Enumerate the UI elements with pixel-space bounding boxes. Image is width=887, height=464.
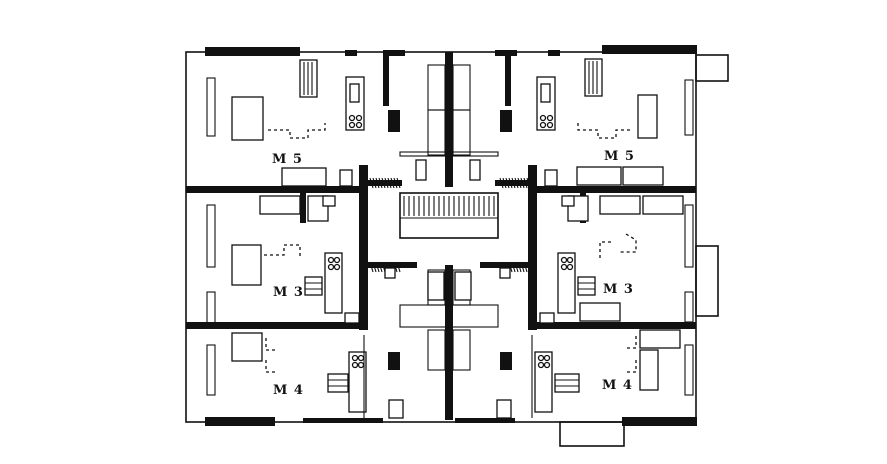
unit-m4-right-fixtures [496, 329, 681, 419]
hatch-line [387, 177, 392, 189]
hatch-line [375, 261, 380, 273]
hatch-line [499, 177, 504, 189]
hatch-line [514, 177, 519, 189]
hatch-line [378, 261, 383, 273]
unit-label-m3-right: M 3 [603, 282, 634, 297]
unit-m4-left-fixtures [231, 332, 404, 419]
hatch-line [396, 177, 401, 189]
hatch-line [526, 177, 531, 189]
unit-label-m4-right: M 4 [602, 378, 633, 393]
unit-label-m5-right: M 5 [604, 149, 635, 164]
hatch-line [369, 261, 374, 273]
hatch-line [390, 177, 395, 189]
hatch-line [375, 177, 380, 189]
hatch-line [393, 261, 398, 273]
hatch-line [381, 177, 386, 189]
hatch-line [514, 261, 519, 273]
central-hall-fixtures [388, 64, 512, 371]
unit-m5-left-fixtures [231, 59, 365, 187]
hatch-line [505, 177, 510, 189]
unit-m3-right-fixtures [539, 195, 684, 324]
unit-m3-left-fixtures [231, 195, 360, 324]
hatch-line [378, 177, 383, 189]
hatch-line [517, 261, 522, 273]
hatch-line [511, 261, 516, 273]
unit-label-m3-left: M 3 [273, 285, 304, 300]
hatch-line [523, 177, 528, 189]
hatch-line [508, 177, 513, 189]
outer-walls [185, 45, 729, 447]
hatch-line [520, 177, 525, 189]
door-hatching [369, 177, 531, 273]
hatch-line [369, 177, 374, 189]
unit-labels: M 5 M 5 M 3 M 3 M 4 M 4 [272, 149, 635, 398]
hatch-line [508, 261, 513, 273]
hatch-line [384, 177, 389, 189]
stair-treads [403, 196, 495, 216]
hatch-line [511, 177, 516, 189]
hatch-line [393, 177, 398, 189]
hatch-line [517, 177, 522, 189]
stair-core [399, 151, 499, 328]
hatch-line [520, 261, 525, 273]
partition-walls [186, 52, 696, 420]
hatch-line [372, 177, 377, 189]
hatch-line [396, 261, 401, 273]
hatch-line [372, 261, 377, 273]
unit-label-m5-left: M 5 [272, 152, 303, 167]
hatch-line [502, 177, 507, 189]
hatch-line [523, 261, 528, 273]
bathroom-fixtures [322, 159, 575, 301]
unit-label-m4-left: M 4 [273, 383, 304, 398]
hatch-line [526, 261, 531, 273]
unit-m5-right-fixtures [536, 58, 664, 187]
